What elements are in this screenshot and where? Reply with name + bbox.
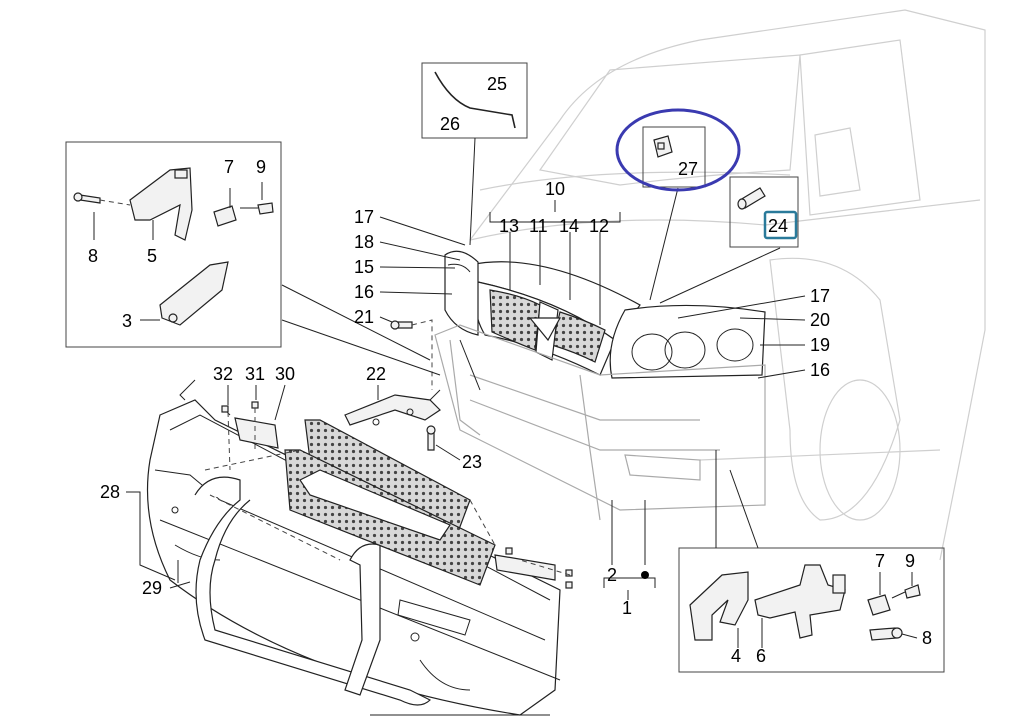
radiator-grille-assembly — [469, 261, 641, 376]
grille-mesh-exploded — [284, 419, 496, 586]
callout-1: 1 — [622, 598, 632, 618]
bracket-30 — [221, 401, 279, 449]
bracket-22 — [344, 389, 441, 426]
callout-28: 28 — [100, 482, 120, 502]
callout-29: 29 — [142, 578, 162, 598]
callout-20: 20 — [810, 310, 830, 330]
callout-17-left: 17 — [354, 207, 374, 227]
bracket-right-bumper — [494, 547, 573, 589]
bumper-installed — [434, 324, 766, 521]
callout-19: 19 — [810, 335, 830, 355]
callout-4: 4 — [731, 646, 741, 666]
callout-30: 30 — [275, 364, 295, 384]
inset-box-top — [421, 62, 528, 246]
callout-18: 18 — [354, 232, 374, 252]
screw-21 — [390, 320, 413, 330]
callout-9-right: 9 — [905, 551, 915, 571]
callout-17-right: 17 — [810, 286, 830, 306]
vehicle-ghost-outline — [469, 9, 986, 561]
callout-7-right: 7 — [875, 551, 885, 571]
callout-22: 22 — [366, 364, 386, 384]
callout-8-left: 8 — [88, 246, 98, 266]
callout-32: 32 — [213, 364, 233, 384]
inset-box-right — [678, 547, 945, 673]
callout-10: 10 — [545, 179, 565, 199]
callout-3: 3 — [122, 311, 132, 331]
callout-31: 31 — [245, 364, 265, 384]
callout-7-left: 7 — [224, 157, 234, 177]
inset-box-27 — [642, 126, 706, 301]
callout-2: 2 — [607, 565, 617, 585]
callout-15: 15 — [354, 257, 374, 277]
headlamp-left — [444, 250, 479, 336]
callout-labels: 25 26 27 24 10 13 11 14 12 17 18 15 16 2… — [88, 74, 932, 666]
callout-16-left: 16 — [354, 282, 374, 302]
callout-8-right: 8 — [922, 628, 932, 648]
inset-box-24 — [659, 176, 799, 304]
callout-24: 24 — [768, 216, 788, 236]
highlight-ellipse — [615, 108, 741, 192]
callout-14: 14 — [559, 216, 579, 236]
headlamp-right — [609, 304, 766, 379]
callout-25: 25 — [487, 74, 507, 94]
callout-12: 12 — [589, 216, 609, 236]
dot-marker — [641, 571, 649, 579]
inset-box-left — [65, 141, 441, 376]
callout-23: 23 — [462, 452, 482, 472]
leader-lines — [93, 182, 918, 716]
callout-21: 21 — [354, 307, 374, 327]
callout-13: 13 — [499, 216, 519, 236]
callout-16-right: 16 — [810, 360, 830, 380]
callout-9-left: 9 — [256, 157, 266, 177]
highlight-box — [763, 210, 798, 240]
callout-11: 11 — [529, 216, 548, 236]
assembly-dashed-lines — [204, 319, 571, 576]
callout-6: 6 — [756, 646, 766, 666]
bumper-exploded — [146, 399, 561, 716]
callout-26: 26 — [440, 114, 460, 134]
callout-5: 5 — [147, 246, 157, 266]
callout-27: 27 — [678, 159, 698, 179]
screw-23 — [426, 425, 436, 451]
